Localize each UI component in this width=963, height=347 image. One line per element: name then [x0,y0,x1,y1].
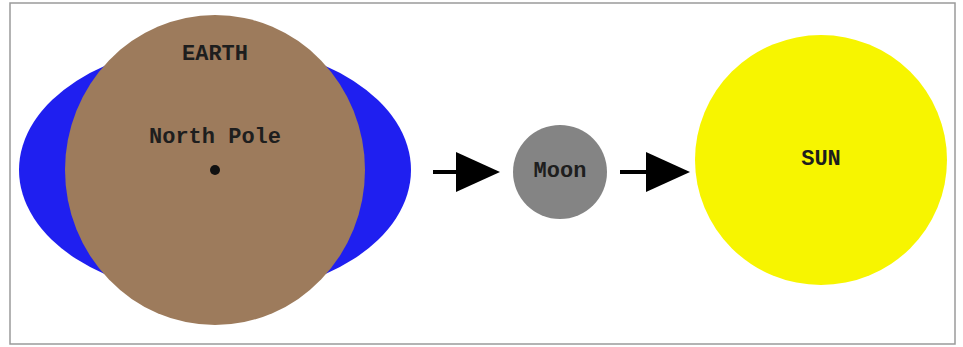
node-label: North Pole [149,125,281,151]
moon-circle: Moon [513,125,607,219]
moon-circle-fill [513,125,607,219]
node-title: EARTH [182,42,248,68]
frame [10,3,955,344]
sun-circle: SUN [695,35,947,285]
connector-line [433,170,458,174]
sun-circle-fill [695,35,947,285]
arrow-head [456,152,500,192]
earth-circle: EARTH North Pole [65,15,365,325]
earth-circle-fill [65,15,365,325]
arrow-connector [620,152,690,192]
node-title: Moon [534,159,587,185]
pole-dot [210,165,220,175]
node-title: SUN [801,147,841,173]
arrow-head [646,152,690,192]
connector-line [620,170,648,174]
arrow-connector [433,152,500,192]
